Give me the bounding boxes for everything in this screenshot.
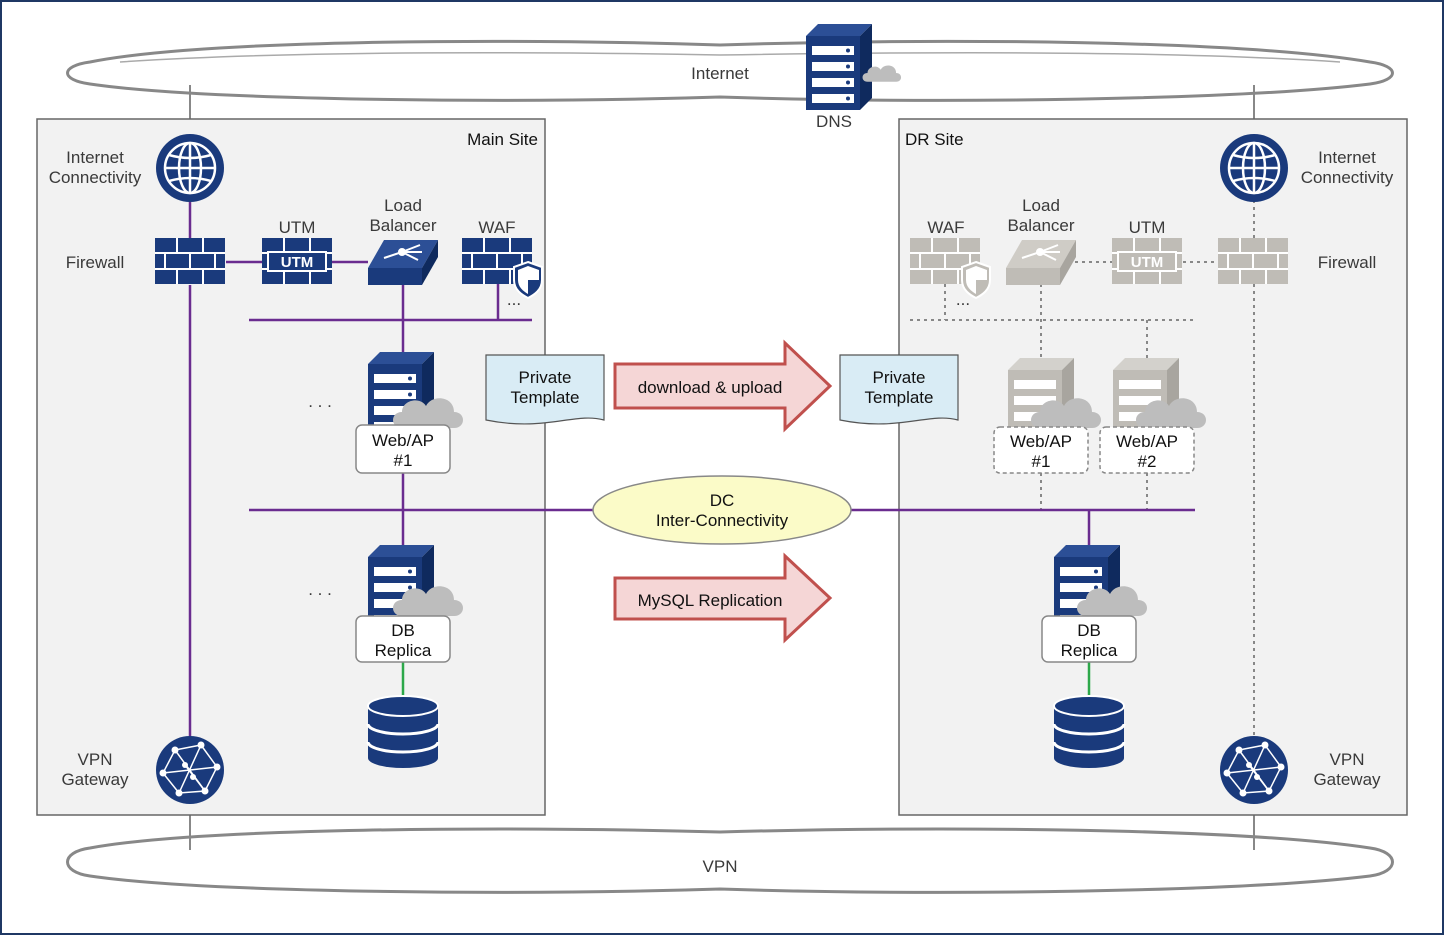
dr-vpn-gateway-line2: Gateway [1313,770,1381,789]
main-site-box [36,118,546,816]
main-utm-icon [261,237,333,285]
private-template-right-line2: Template [865,388,934,407]
dr-database-icon [1052,694,1126,770]
main-vpn-gateway-line1: VPN [78,750,113,769]
dc-interconnect-ellipse [592,475,852,545]
dr-web-ap-2-line2: #2 [1138,452,1157,471]
main-web-ap-line2: #1 [394,451,413,470]
dr-web-ap-2-line1: Web/AP [1116,432,1178,451]
dr-web-ap-1-line1: Web/AP [1010,432,1072,451]
internet-cloud [66,39,1394,102]
internet-label: Internet [691,64,749,83]
dns-label: DNS [816,112,852,131]
main-vpn-gateway-icon [155,735,225,805]
main-db-replica-line1: DB [391,621,415,640]
dns-server-icon [806,24,872,110]
main-db-replica-box [355,615,451,663]
dc-interconnect-line2: Inter-Connectivity [656,511,789,530]
dr-waf-label: WAF [927,218,964,237]
dr-web-ap-1-box [993,426,1089,474]
main-globe-icon [154,132,226,204]
mysql-replication-label: MySQL Replication [638,591,783,610]
dr-db-replica-line1: DB [1077,621,1101,640]
dr-web-ap-1-line2: #1 [1032,452,1051,471]
main-internet-connectivity-line1: Internet [66,148,124,167]
dr-vpn-gateway-line1: VPN [1330,750,1365,769]
main-load-balancer-icon [368,240,438,285]
vpn-label: VPN [703,857,738,876]
main-firewall-label: Firewall [66,253,125,272]
main-vpn-gateway-line2: Gateway [61,770,129,789]
dr-db-replica-box [1041,615,1137,663]
dr-utm-label: UTM [1129,218,1166,237]
dr-internet-connectivity-line1: Internet [1318,148,1376,167]
main-web-ellipsis: . . . [308,392,332,411]
main-site-title: Main Site [467,130,538,149]
private-template-left-shape [485,354,605,425]
main-web-ap-box [355,424,451,474]
main-waf-more: ... [507,290,521,309]
dr-firewall-icon [1217,237,1289,285]
main-utm-badge: UTM [281,254,314,271]
private-template-right-line1: Private [873,368,926,387]
dr-load-balancer-icon [1006,240,1076,285]
dr-firewall-label: Firewall [1318,253,1377,272]
vpn-cloud [66,827,1394,894]
dr-db-replica-line2: Replica [1061,641,1118,660]
dr-load-balancer-line1: Load [1022,196,1060,215]
main-firewall-icon [154,237,226,285]
dr-waf-more: ... [956,290,970,309]
private-template-left-line2: Template [511,388,580,407]
mysql-replication-arrow [613,552,833,644]
main-load-balancer-line1: Load [384,196,422,215]
dr-site-dotted-links [910,200,1255,738]
download-upload-arrow [613,339,833,433]
dr-utm-icon [1111,237,1183,285]
main-database-icon [366,694,440,770]
main-utm-label: UTM [279,218,316,237]
dr-utm-badge: UTM [1131,254,1164,271]
download-upload-label: download & upload [638,378,783,397]
dr-load-balancer-line2: Balancer [1007,216,1074,235]
dr-internet-connectivity-line2: Connectivity [1301,168,1394,187]
dr-web-ap-2-box [1099,426,1195,474]
main-load-balancer-line2: Balancer [369,216,436,235]
main-db-ellipsis: . . . [308,580,332,599]
private-template-left-line1: Private [519,368,572,387]
private-template-right-shape [839,354,959,425]
dr-site-links [850,508,1195,545]
main-db-replica-line2: Replica [375,641,432,660]
dr-site-title: DR Site [905,130,964,149]
dr-globe-icon [1218,132,1290,204]
dc-interconnect-line1: DC [710,491,735,510]
main-web-ap-line1: Web/AP [372,431,434,450]
dr-vpn-gateway-icon [1219,735,1289,805]
main-site-links [188,200,594,740]
main-waf-label: WAF [478,218,515,237]
main-internet-connectivity-line2: Connectivity [49,168,142,187]
